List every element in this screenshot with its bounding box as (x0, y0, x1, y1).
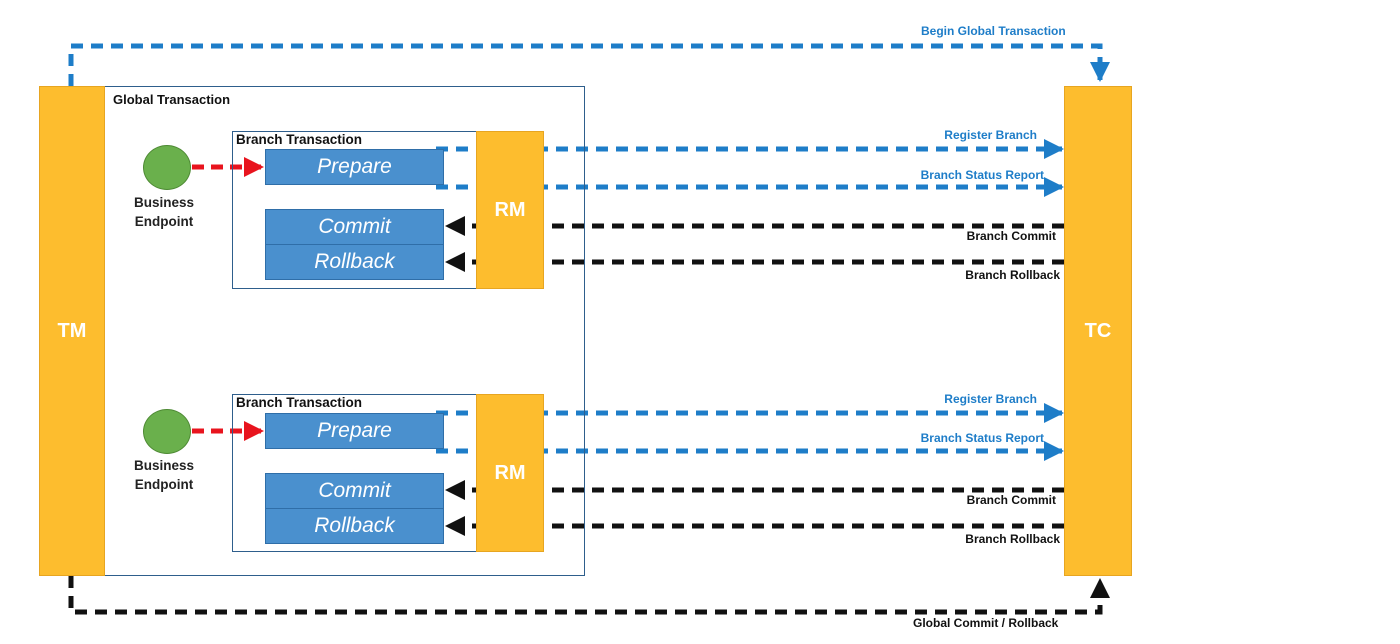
rm-label-2: RM (494, 461, 526, 484)
register-branch-label-1: Register Branch (944, 128, 1037, 142)
commit-label-2: Commit (318, 479, 391, 502)
branch-commit-label-1: Branch Commit (966, 229, 1056, 243)
business-endpoint-1 (143, 145, 191, 190)
endpoint-line2-2: Endpoint (134, 477, 194, 492)
rm-node-1: RM (476, 131, 544, 289)
tm-label: TM (57, 319, 87, 342)
business-endpoint-label-1: Business Endpoint (119, 193, 209, 231)
rollback-label-2: Rollback (314, 514, 395, 537)
branch-rollback-label-1: Branch Rollback (965, 268, 1060, 282)
global-transaction-title: Global Transaction (113, 92, 231, 107)
endpoint-line1-2: Business (133, 458, 195, 473)
branch-status-label-1: Branch Status Report (920, 168, 1044, 182)
business-endpoint-2 (143, 409, 191, 454)
tm-node: TM (39, 86, 105, 576)
tc-node: TC (1064, 86, 1132, 576)
commit-box-1: Commit (265, 209, 444, 245)
rollback-box-1: Rollback (265, 244, 444, 280)
branch-commit-label-2: Branch Commit (966, 493, 1056, 507)
branch-status-label-2: Branch Status Report (920, 431, 1044, 445)
rollback-box-2: Rollback (265, 508, 444, 544)
commit-box-2: Commit (265, 473, 444, 509)
prepare-box-1: Prepare (265, 149, 444, 185)
rm-label-1: RM (494, 198, 526, 221)
begin-global-arrow (68, 43, 1110, 86)
branch-transaction-title-1: Branch Transaction (236, 132, 363, 147)
commit-label-1: Commit (318, 215, 391, 238)
begin-global-label: Begin Global Transaction (921, 24, 1066, 38)
prepare-box-2: Prepare (265, 413, 444, 449)
rollback-label-1: Rollback (314, 250, 395, 273)
prepare-label-1: Prepare (317, 155, 392, 178)
prepare-label-2: Prepare (317, 419, 392, 442)
global-commit-rollback-arrow (68, 576, 1110, 615)
endpoint-line1-1: Business (133, 195, 195, 210)
rm-node-2: RM (476, 394, 544, 552)
branch-rollback-label-2: Branch Rollback (965, 532, 1060, 546)
tc-label: TC (1084, 319, 1112, 342)
register-branch-label-2: Register Branch (944, 392, 1037, 406)
global-commit-rollback-label: Global Commit / Rollback (913, 616, 1059, 630)
business-endpoint-label-2: Business Endpoint (119, 456, 209, 494)
endpoint-line2-1: Endpoint (134, 214, 194, 229)
branch-transaction-title-2: Branch Transaction (236, 395, 363, 410)
